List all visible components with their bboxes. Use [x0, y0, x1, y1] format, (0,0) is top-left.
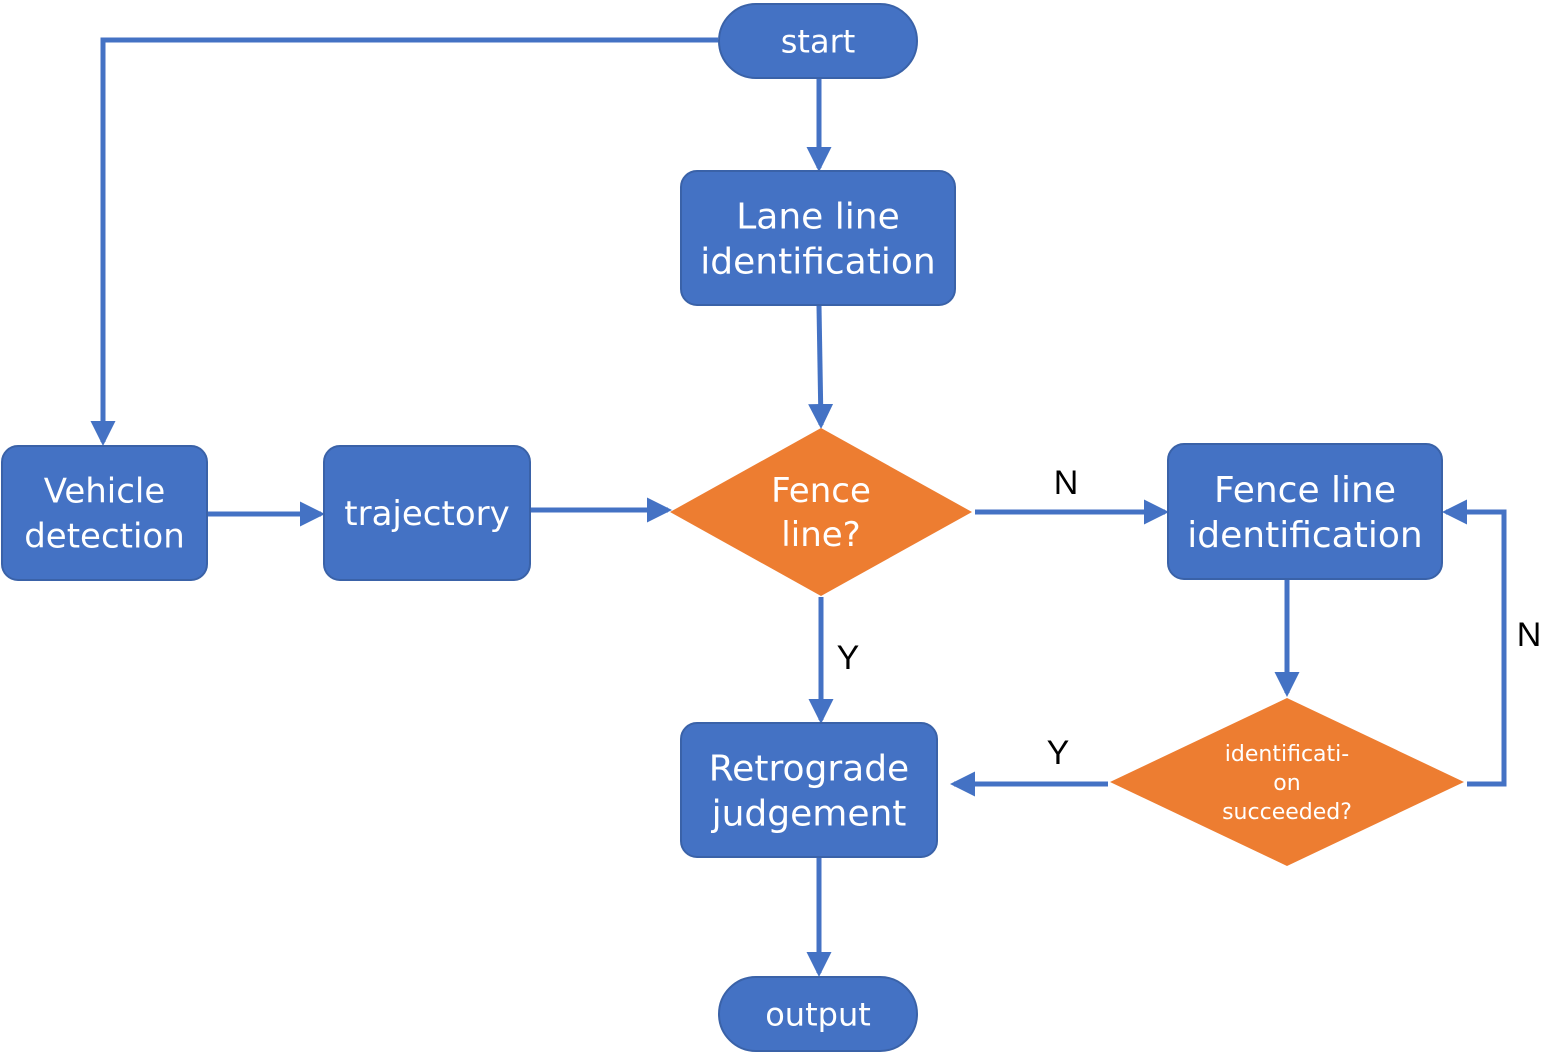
identification-succeeded-label-line: succeeded? [1222, 800, 1352, 825]
fence-line-identification-label-line: identification [1187, 515, 1422, 556]
edge-labels: N Y Y N [837, 464, 1542, 772]
edge-label-fence-decision-n: N [1054, 464, 1079, 502]
node-output: output [718, 976, 918, 1052]
output-label-line: output [765, 996, 871, 1034]
fence-line-identification-box [1167, 443, 1443, 580]
retrograde-label-line: Retrograde [709, 748, 909, 789]
identification-succeeded-label-line: identificati- [1225, 742, 1349, 767]
edge-label-fence-decision-y: Y [837, 639, 860, 677]
trajectory-box [323, 445, 531, 581]
start-label-line: start [781, 23, 856, 61]
output-box [718, 976, 918, 1052]
fence-line-decision-label-line: Fence [771, 471, 871, 511]
edge-start-to-vehicle-detection [90, 37, 718, 447]
node-trajectory: trajectory [323, 445, 531, 581]
identification-succeeded-label-line: on [1273, 771, 1300, 796]
edges [90, 37, 1507, 978]
edge-succeeded-decision-to-fence-identification [1441, 499, 1507, 787]
edge-label-succeeded-decision-y: Y [1047, 734, 1070, 772]
identification-succeeded-diamond [1110, 698, 1464, 866]
fence-line-identification-label-line: Fence line [1214, 470, 1396, 511]
trajectory-label-line: trajectory [344, 494, 509, 534]
edge-label-succeeded-decision-n: N [1517, 616, 1542, 654]
node-identification-succeeded: identificati-on succeeded? [1110, 698, 1464, 866]
vehicle-detection-box [1, 445, 208, 581]
vehicle-detection-label-line: Vehicle [44, 472, 166, 512]
retrograde-label-line: judgement [711, 793, 907, 834]
lane-line-label-line: identification [700, 241, 935, 282]
edge-lane-line-to-fence-decision [808, 305, 834, 429]
lane-line-box [680, 170, 956, 306]
fence-line-decision-diamond [670, 428, 972, 596]
lane-line-label-line: Lane line [736, 196, 900, 237]
vehicle-detection-label-line: detection [24, 517, 185, 557]
start-box [718, 3, 918, 79]
node-vehicle-detection: Vehicle detection [1, 445, 208, 581]
node-start: start [718, 3, 918, 79]
fence-line-decision-label-line: line? [781, 515, 860, 555]
retrograde-box [680, 722, 938, 858]
